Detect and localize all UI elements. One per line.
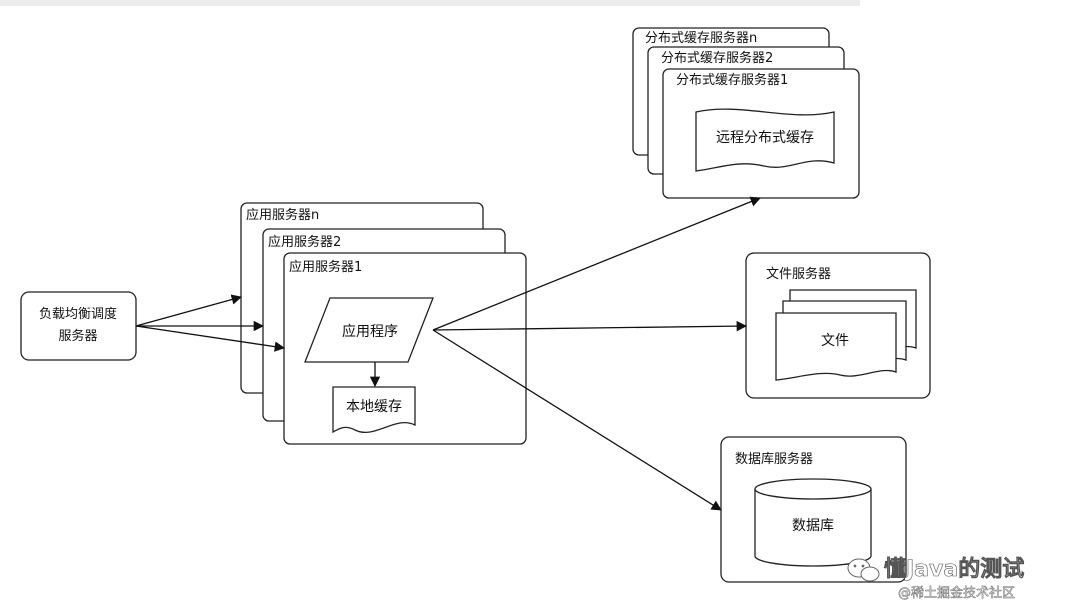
dist-cache-server-2-label: 分布式缓存服务器2 (661, 50, 773, 66)
db-server-label: 数据库服务器 (735, 451, 813, 467)
arrow-lb-to-app-1 (135, 325, 286, 352)
arrow-program-to-db-server (432, 329, 722, 511)
arrow-program-to-dist-cache (432, 196, 761, 331)
wechat-icon (847, 558, 880, 582)
cropped-top-text-strip (0, 0, 860, 6)
app-server-1-label: 应用服务器1 (289, 259, 362, 275)
remote-cache-label: 远程分布式缓存 (716, 130, 814, 146)
load-balancer-label-line2: 服务器 (58, 328, 97, 344)
file-doc-label: 文件 (821, 333, 849, 349)
local-cache-label: 本地缓存 (346, 399, 402, 415)
dist-cache-server-stack: 分布式缓存服务器n 分布式缓存服务器2 分布式缓存服务器1 远程分布式缓存 (632, 27, 860, 199)
local-cache-shape (332, 386, 416, 434)
db-server-node: 数据库服务器 数据库 (720, 436, 907, 583)
load-balancer-label-line1: 负载均衡调度 (39, 306, 117, 322)
remote-cache-shape (695, 108, 835, 172)
watermark: 懂Java的测试 @稀土掘金技术社区 (847, 556, 1025, 601)
database-label: 数据库 (792, 518, 834, 534)
watermark-subtitle: @稀土掘金技术社区 (898, 585, 1015, 601)
file-doc-front (775, 312, 897, 381)
arrow-program-to-file-server (432, 320, 748, 332)
app-server-stack: 应用服务器n 应用服务器2 应用服务器1 应用程序 本地缓存 (240, 202, 527, 445)
dist-cache-server-n-label: 分布式缓存服务器n (645, 30, 757, 46)
database-cylinder-body (754, 489, 872, 567)
app-program-label: 应用程序 (342, 323, 398, 340)
app-server-n-label: 应用服务器n (246, 207, 319, 223)
watermark-title: 懂Java的测试 (884, 556, 1024, 582)
arrow-lb-to-app-n (135, 294, 243, 327)
file-server-node: 文件服务器 文件 (745, 252, 931, 399)
app-server-2-label: 应用服务器2 (268, 234, 341, 250)
file-server-label: 文件服务器 (766, 266, 831, 282)
app-program-shape (304, 297, 434, 363)
database-cylinder-top (754, 478, 872, 500)
dist-cache-server-1-label: 分布式缓存服务器1 (676, 72, 788, 88)
load-balancer-node: 负载均衡调度 服务器 (20, 291, 137, 361)
